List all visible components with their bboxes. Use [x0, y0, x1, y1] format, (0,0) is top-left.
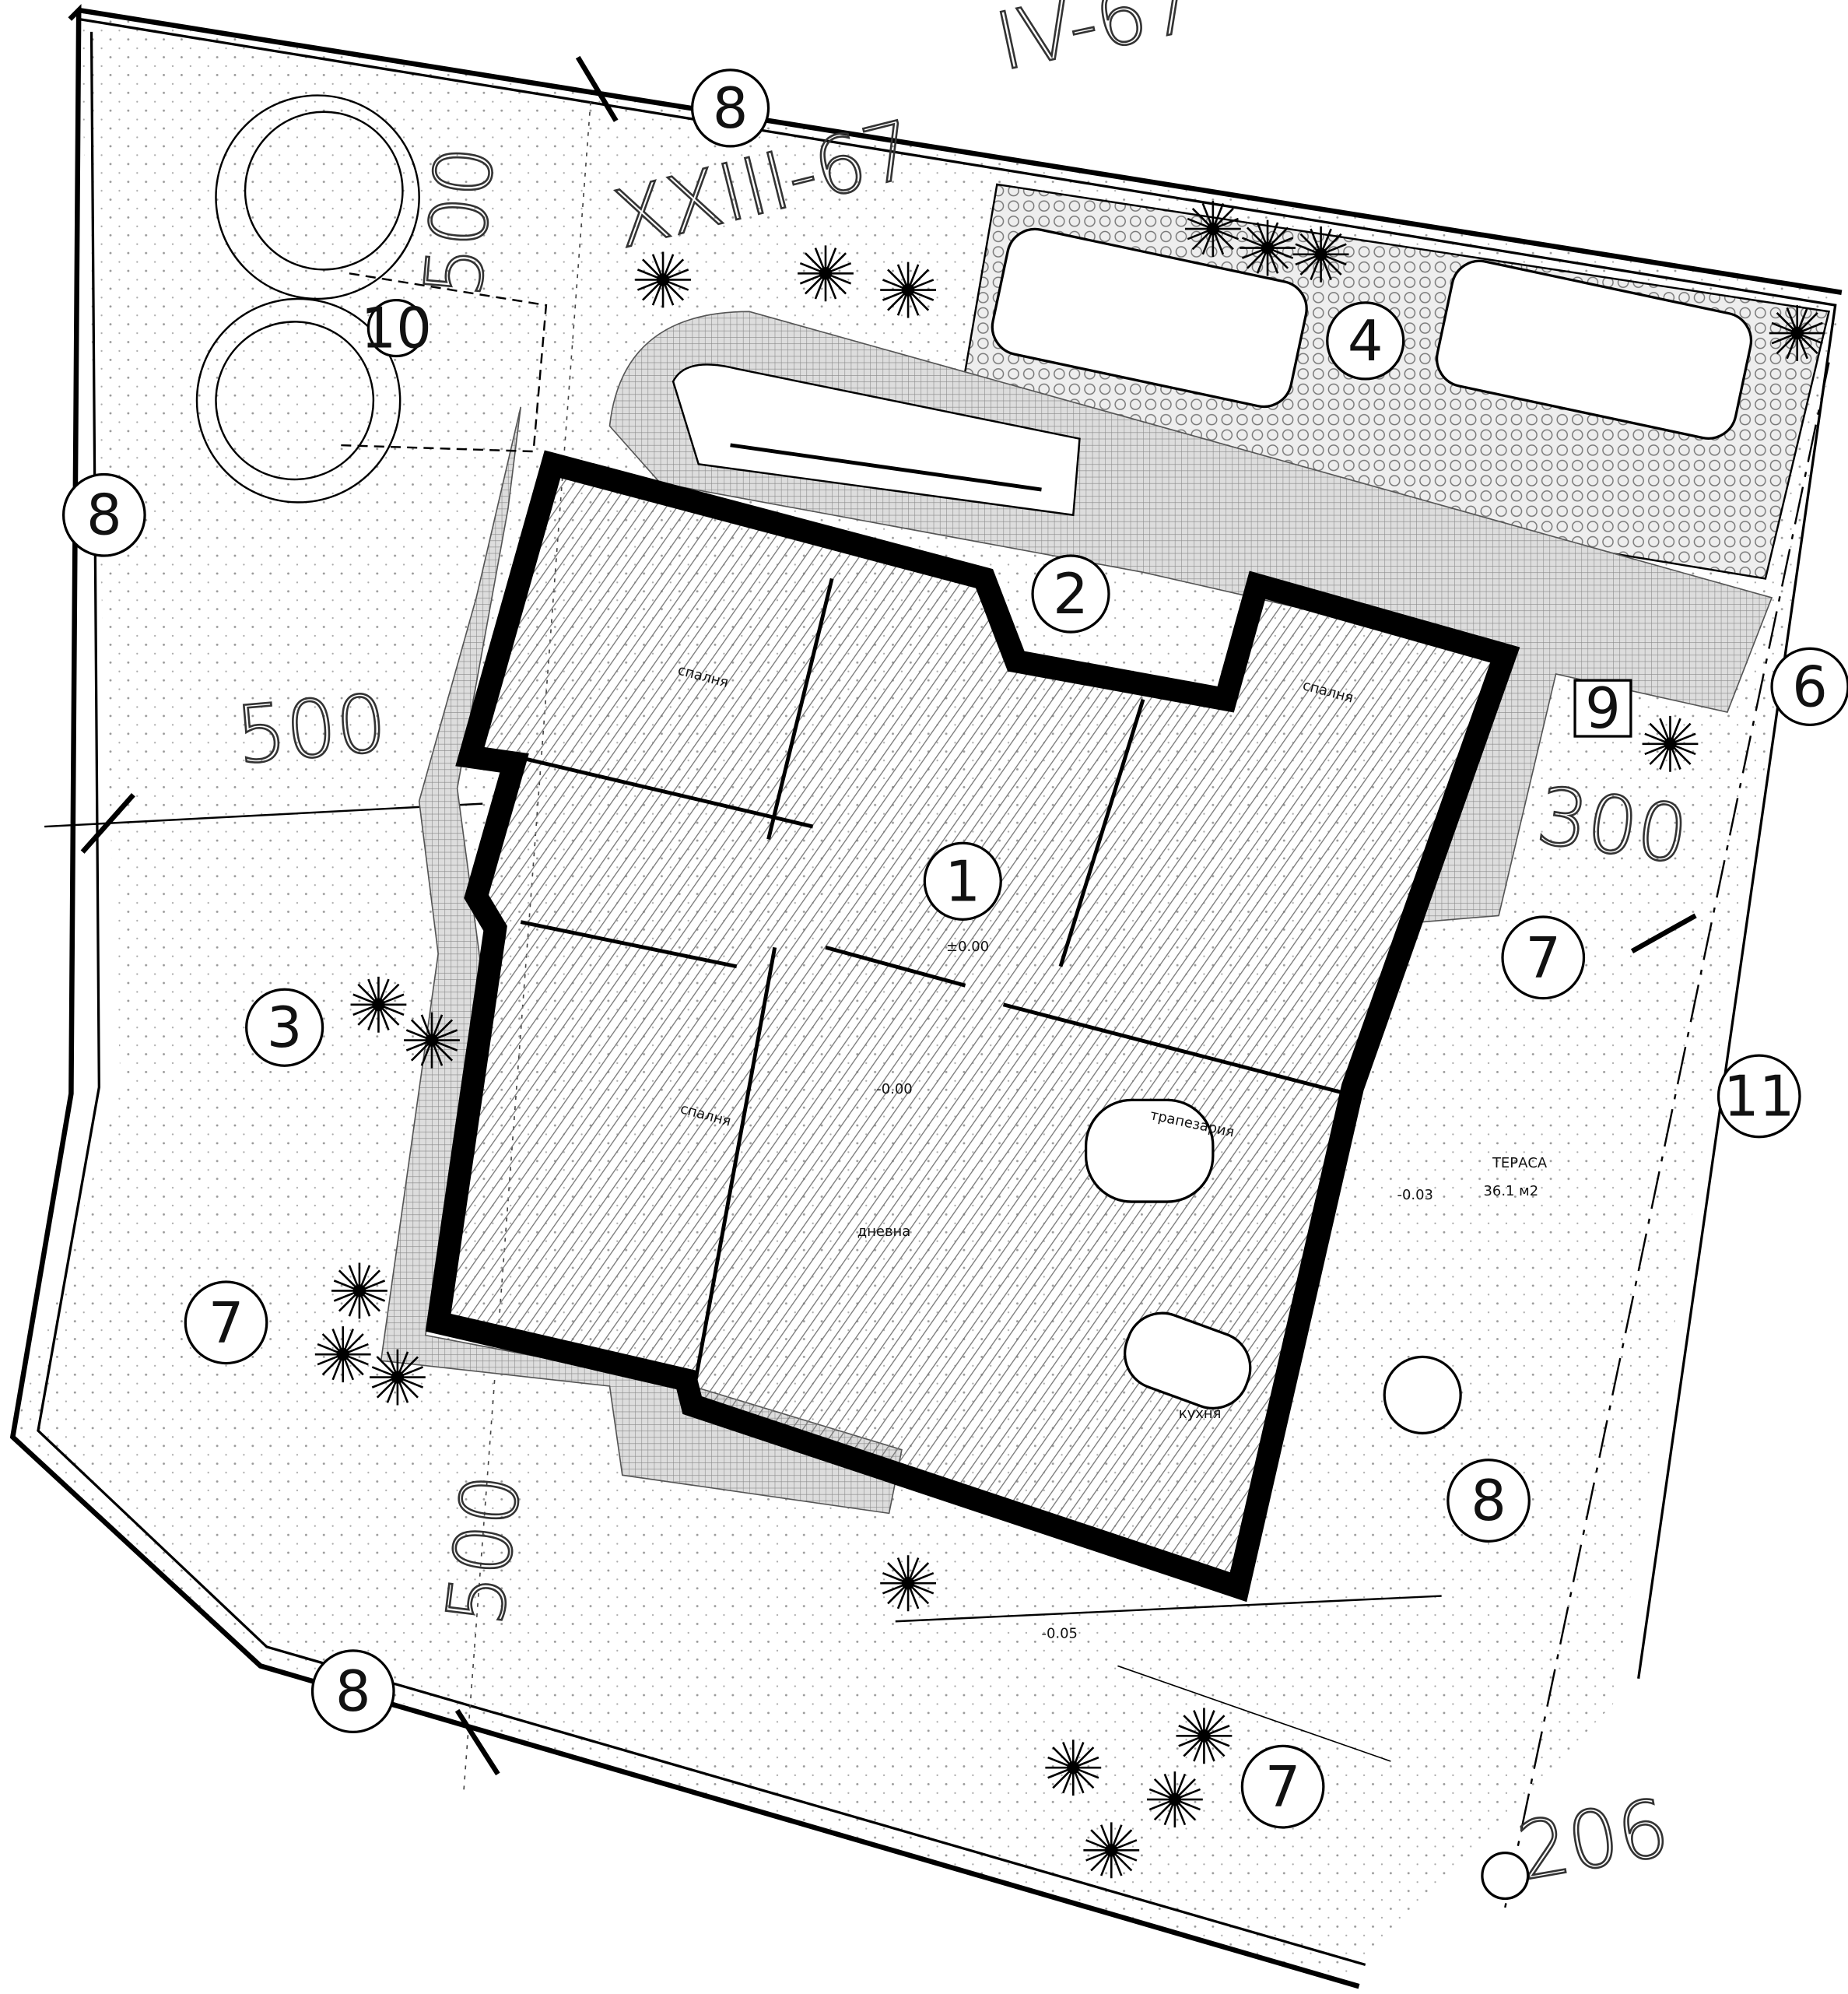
room-label-kitchen: кухня — [1179, 1406, 1222, 1422]
svg-text:6: 6 — [1792, 654, 1828, 719]
svg-text:9: 9 — [1585, 676, 1621, 741]
entrance-level: -0.05 — [1041, 1625, 1077, 1641]
dimension-right: 300 — [1531, 770, 1693, 882]
svg-text:10: 10 — [361, 296, 432, 361]
terrace-level: -0.03 — [1397, 1187, 1433, 1203]
svg-text:7: 7 — [1525, 925, 1561, 990]
neighbour-lot-label: IV-67 — [988, 0, 1204, 88]
svg-text:3: 3 — [267, 995, 303, 1060]
house-floor-plan — [425, 450, 1520, 1603]
setback-line — [1504, 362, 1830, 1908]
living-level: -0.00 — [876, 1081, 912, 1097]
svg-text:8: 8 — [86, 483, 122, 548]
dimension-left: 500 — [233, 677, 391, 781]
dimension-bottom: 500 — [430, 1469, 539, 1630]
svg-text:8: 8 — [713, 75, 749, 141]
car-icon — [991, 227, 1753, 440]
plan-marker: 8 10 8 4 2 6 9 1 7 3 11 7 8 8 7 — [86, 75, 1828, 1820]
svg-text:8: 8 — [1471, 1468, 1506, 1533]
tree-icon — [195, 94, 420, 504]
svg-text:7: 7 — [209, 1290, 244, 1355]
street-width: 206 — [1511, 1782, 1675, 1898]
hall-level: ±0.00 — [946, 939, 989, 955]
plot-boundary — [78, 7, 1843, 296]
terrace-label: ТЕРАСА — [1492, 1155, 1548, 1171]
room-label-living: дневна — [857, 1223, 910, 1240]
svg-text:8: 8 — [335, 1659, 371, 1724]
svg-text:7: 7 — [1265, 1754, 1301, 1820]
dimension-top: 500 — [407, 142, 511, 300]
svg-text:11: 11 — [1724, 1063, 1794, 1129]
terrace-area: 36.1 м2 — [1484, 1183, 1539, 1199]
svg-text:1: 1 — [945, 848, 980, 914]
svg-text:2: 2 — [1053, 561, 1089, 627]
svg-text:4: 4 — [1348, 308, 1383, 374]
